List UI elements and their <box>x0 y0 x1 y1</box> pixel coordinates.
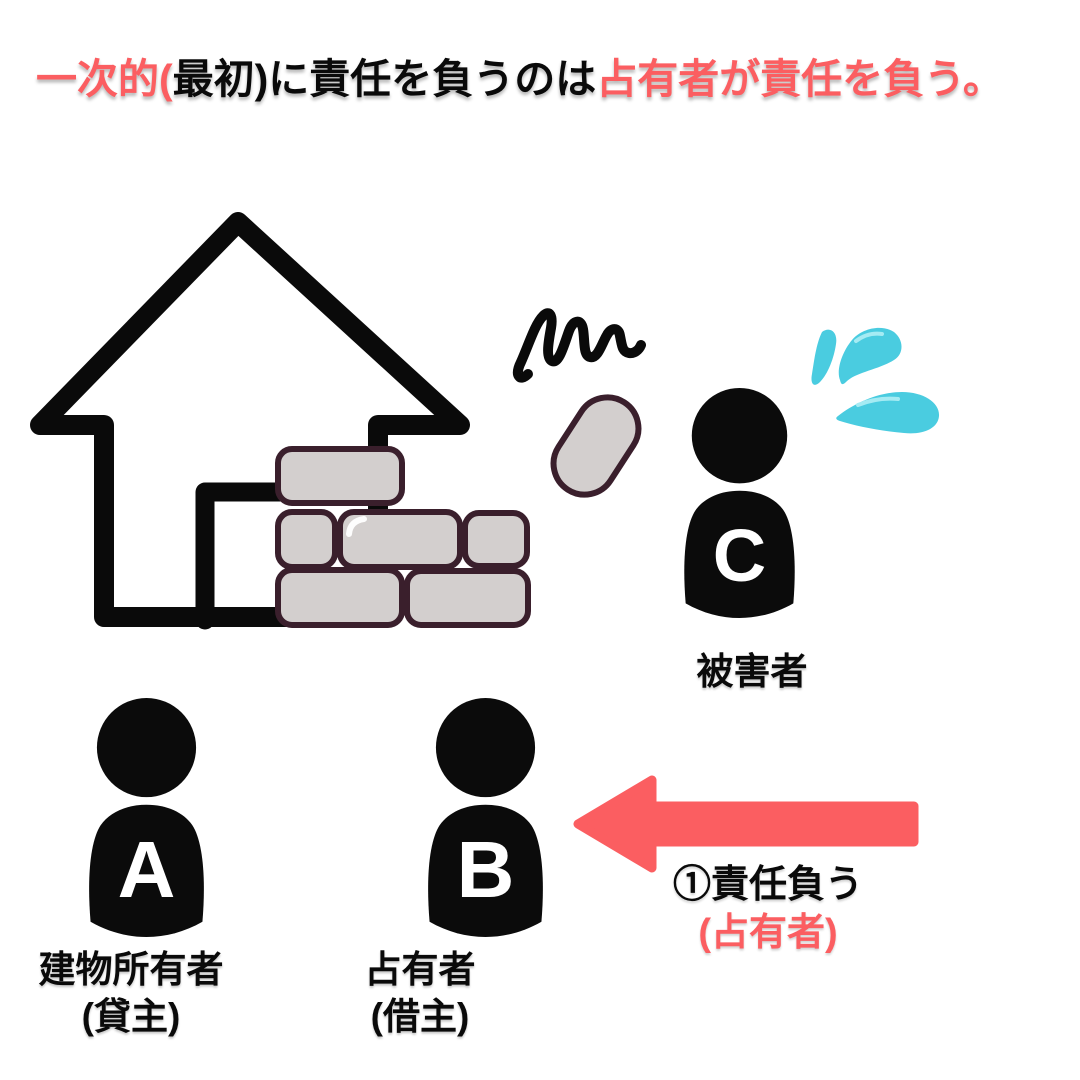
victim-label: 被害者 <box>696 651 808 692</box>
occupier-label: 占有者 (借主) <box>365 946 476 1041</box>
owner-label-line2: (貸主) <box>81 996 181 1038</box>
brick-wall-icon <box>275 446 531 628</box>
person-victim: C <box>661 388 818 618</box>
annotation-step: ①責任負う <box>672 864 864 906</box>
person-owner: A <box>70 698 223 937</box>
title-segment-primary: 一次的( <box>36 56 173 102</box>
title-segment-middle: 最初)に責任を負うのは <box>172 56 597 102</box>
annotation-actor: (占有者) <box>698 911 838 954</box>
responsibility-arrow-icon <box>573 775 919 873</box>
person-occupier: B <box>408 698 563 937</box>
brick <box>404 568 531 628</box>
house-scene <box>30 212 646 630</box>
occupier-letter: B <box>456 825 515 915</box>
owner-letter: A <box>117 825 176 915</box>
impact-squiggle-icon <box>513 308 646 383</box>
brick <box>462 510 530 569</box>
title-segment-occupier: 占有者が責任を負う。 <box>596 56 1004 102</box>
brick <box>337 509 463 570</box>
occupier-label-line1: 占有者 <box>364 949 476 990</box>
responsibility-annotation: ①責任負う (占有者) <box>673 862 863 958</box>
door-icon <box>195 482 297 630</box>
brick-shine <box>346 516 367 537</box>
owner-label-line1: 建物所有者 <box>38 949 224 990</box>
page-title: 一次的(最初)に責任を負うのは占有者が責任を負う。 <box>36 56 1004 103</box>
brick <box>275 509 338 570</box>
falling-brick-icon <box>550 394 642 498</box>
occupier-label-line2: (借主) <box>370 996 470 1038</box>
victim-letter: C <box>712 513 767 597</box>
person-icon <box>428 698 543 937</box>
sweat-drops-icon <box>811 327 940 434</box>
owner-label: 建物所有者 (貸主) <box>39 946 224 1041</box>
person-icon <box>89 698 204 937</box>
person-icon <box>684 388 795 618</box>
brick <box>275 567 405 628</box>
brick <box>275 446 405 506</box>
sweat-drop <box>811 329 837 385</box>
